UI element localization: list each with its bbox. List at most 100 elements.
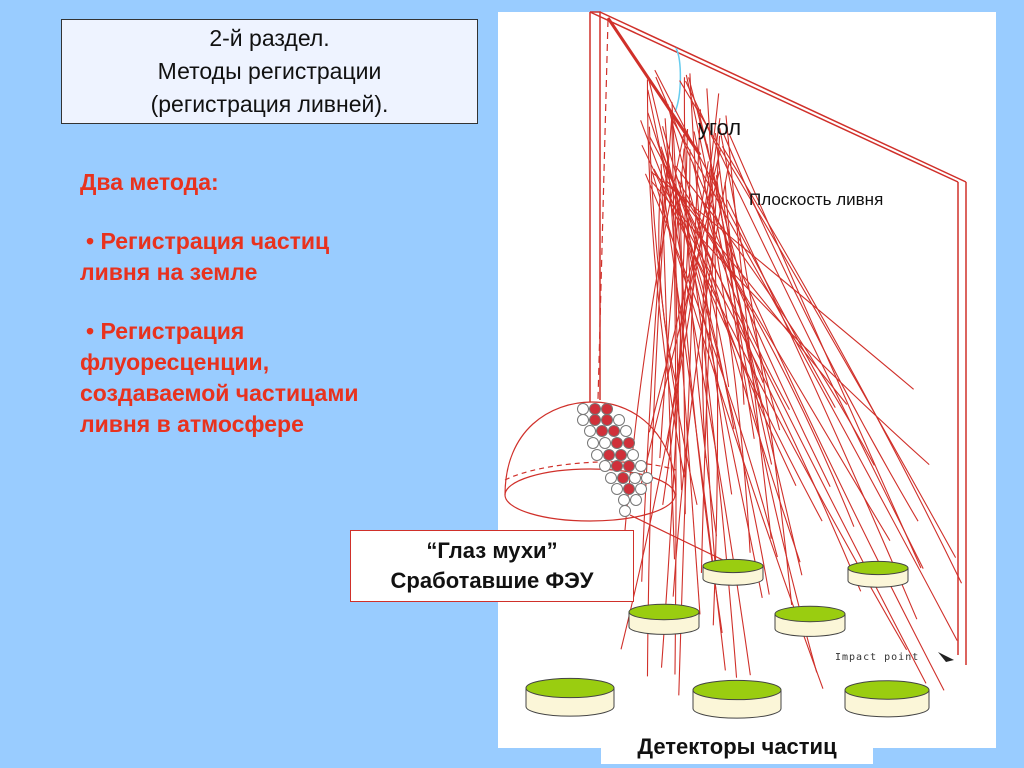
particle-detector-icon [774,605,846,637]
triggered-pmt-cell [603,449,615,461]
pmt-cell [630,494,642,506]
impact-point-marker [938,652,954,662]
shower-particle-lines [606,17,963,696]
shower-track [653,168,862,592]
shower-track [684,196,855,527]
triggered-pmt-cell [589,414,601,426]
shower-track [640,120,823,522]
dashed-sightline [597,19,609,401]
shower-track [722,132,919,522]
triggered-pmt-cell [601,414,613,426]
shower-track [689,73,733,495]
shower-track [685,74,755,439]
triggered-pmt-cell [611,437,623,449]
section-title-line3: (регистрация ливней). [150,91,389,117]
pmt-cell [620,425,632,437]
shower-plane-label: Плоскость ливня [749,190,884,209]
fly-eye-caption-line1: “Глаз мухи” [426,538,558,563]
pmt-cell [635,483,647,495]
pmt-cell [629,472,641,484]
pmt-cell [613,414,625,426]
angle-arc [674,47,682,113]
pmt-cell [587,437,599,449]
triggered-pmt-cell [615,449,627,461]
shower-track [620,93,720,650]
pmt-cell [577,414,589,426]
shower-track [688,77,781,431]
shower-track [660,173,726,671]
shower-track [701,118,721,459]
pmt-cell [618,494,630,506]
shower-track [679,203,686,515]
triggered-pmt-cell [601,403,613,415]
fly-eye-pmt-cells [577,403,653,517]
triggered-pmt-cell [611,460,623,472]
particle-detector-icon [525,677,615,717]
shower-track [654,69,836,408]
methods-heading: Два метода: [80,169,219,195]
shower-track [620,134,685,579]
shower-track [674,174,891,541]
method-2-line1: • Регистрация [86,318,245,344]
triggered-pmt-cell [589,403,601,415]
pmt-cell [641,472,653,484]
shower-track [648,126,698,505]
shower-track [641,156,669,582]
shower-track [685,80,924,569]
shower-track [647,89,751,676]
particle-detector-icon [702,558,764,586]
shower-diagram [498,12,996,748]
pmt-cell [605,472,617,484]
shower-track [680,173,738,678]
shower-track [647,112,770,595]
shower-track [693,131,751,553]
section-title-line2: Методы регистрации [157,58,382,84]
particle-detectors [525,558,930,719]
section-title-box: 2-й раздел. Методы регистрации (регистра… [61,19,478,124]
triggered-pmt-cell [623,437,635,449]
shower-track [671,118,958,641]
shower-track [719,128,793,605]
shower-track [644,173,778,558]
shower-track [715,175,818,673]
triggered-pmt-cell [617,472,629,484]
pmt-cell [591,449,603,461]
particle-detector-icon [847,560,909,588]
pmt-cell [619,505,631,517]
triggered-pmt-cell [623,460,635,472]
pmt-cell [577,403,589,415]
pmt-cell [584,425,596,437]
shower-track [647,76,763,599]
shower-plane [589,11,967,665]
pmt-cell [599,437,611,449]
triggered-pmt-cell [623,483,635,495]
fly-eye-caption-box: “Глаз мухи” Сработавшие ФЭУ [350,530,634,602]
method-1-line1: • Регистрация частиц [86,228,330,254]
impact-point-label: Impact point [835,652,920,663]
method-2-line4: ливня в атмосфере [80,411,304,437]
fly-eye-caption-line2: Сработавшие ФЭУ [390,568,594,593]
shower-track [660,157,927,684]
shower-track [683,77,717,537]
shower-track [721,146,963,584]
particle-detector-icon [844,680,930,718]
shower-track [725,115,772,539]
pmt-cell [599,460,611,472]
pmt-cell [635,460,647,472]
method-1-line2: ливня на земле [80,259,258,285]
shower-track [667,103,801,563]
detectors-caption: Детекторы частиц [601,730,873,764]
shower-track [703,204,831,488]
shower-track [662,149,691,505]
particle-detector-icon [692,679,782,719]
pmt-cell [627,449,639,461]
method-2-line3: создаваемой частицами [80,380,359,406]
triggered-pmt-cell [608,425,620,437]
particle-detector-icon [628,603,700,635]
shower-trunk [606,17,702,156]
methods-list: Два метода: • Регистрация частиц ливня н… [80,167,440,440]
section-title-line1: 2-й раздел. [209,25,330,51]
shower-track [679,80,957,558]
shower-track [650,180,930,466]
